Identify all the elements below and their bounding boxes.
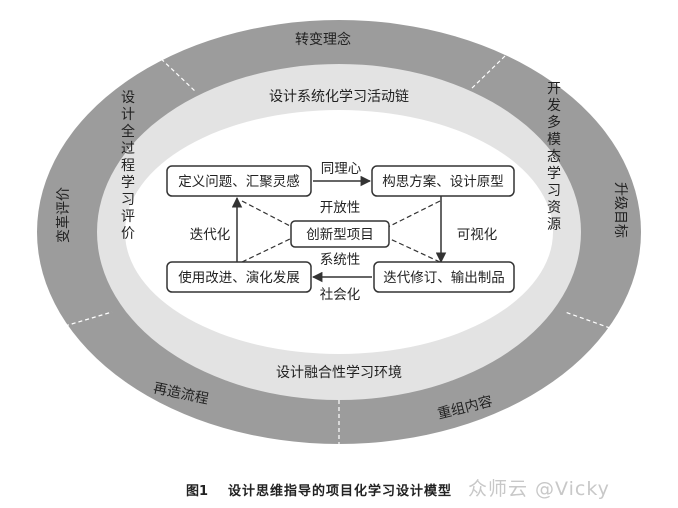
label-socialization: 社会化 [320, 287, 361, 303]
label-visualization: 可视化 [457, 227, 498, 243]
label-systematicness: 系统性 [320, 252, 361, 268]
box-use-improve [166, 261, 312, 293]
outer-label-transform-concept: 转变理念 [295, 31, 351, 48]
label-iteration: 迭代化 [190, 227, 231, 243]
figure-number: 图1 [186, 484, 209, 499]
outer-label-reform-evaluation: 变革评价 [56, 187, 72, 243]
box-iterate-output [373, 261, 515, 293]
outer-ring-dividers [64, 53, 611, 446]
box-innovative-project [290, 220, 390, 248]
middle-label-learning-environment: 设计融合性学习环境 [276, 365, 402, 381]
figure-title: 设计思维指导的项目化学习设计模型 [228, 484, 453, 499]
box-iterate-output-label: 迭代修订、输出制品 [383, 270, 505, 286]
box-innovative-project-label: 创新型项目 [306, 227, 374, 243]
middle-label-activity-chain: 设计系统化学习活动链 [269, 89, 409, 105]
watermark: 众师云 @Vicky [468, 478, 610, 500]
cycle-arrows [231, 175, 447, 283]
label-empathy: 同理心 [321, 161, 362, 177]
box-define-problem-label: 定义问题、汇聚灵感 [178, 173, 300, 190]
box-ideate-prototype-label: 构思方案、设计原型 [382, 173, 504, 190]
box-define-problem [166, 165, 312, 197]
box-use-improve-label: 使用改进、演化发展 [178, 269, 300, 286]
middle-label-multimodal-resources: 开发多模态学习资源 [545, 81, 561, 234]
middle-label-process-evaluation: 设计全过程学习评价 [119, 90, 135, 243]
outer-label-upgrade-goals: 升级目标 [612, 182, 628, 238]
dashed-connectors [241, 200, 441, 263]
label-openness: 开放性 [320, 200, 361, 216]
box-ideate-prototype [371, 165, 515, 197]
